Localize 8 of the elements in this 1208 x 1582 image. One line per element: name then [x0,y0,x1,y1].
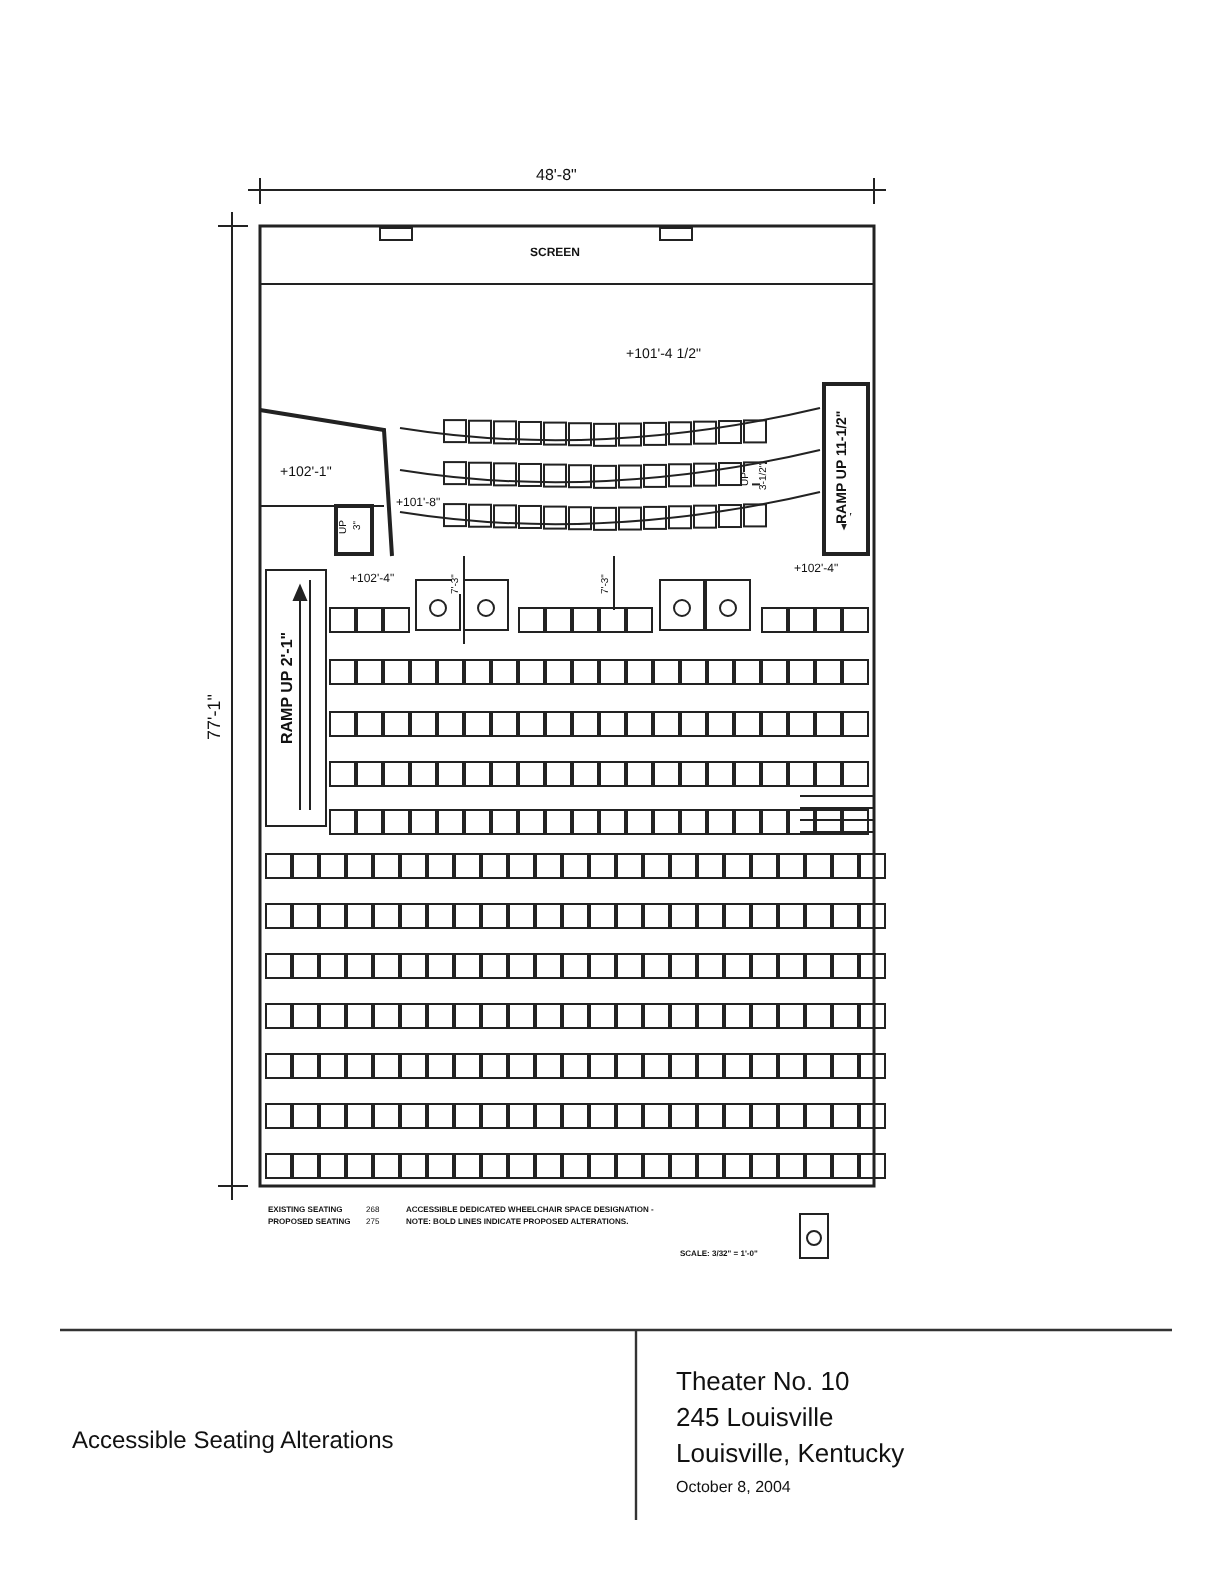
ramp-label: RAMP UP 2'-1" [280,631,296,744]
title-text: Accessible Seating Alterations [72,1428,394,1452]
theater-number: Theater No. 10 [676,1368,850,1394]
dimension-label: 77'-1" [206,694,224,740]
address-text: 245 Louisville [676,1404,834,1430]
city-state-text: Louisville, Kentucky [676,1440,905,1466]
dimension-label: 48'-8" [536,168,577,184]
date-text: October 8, 2004 [676,1480,791,1496]
